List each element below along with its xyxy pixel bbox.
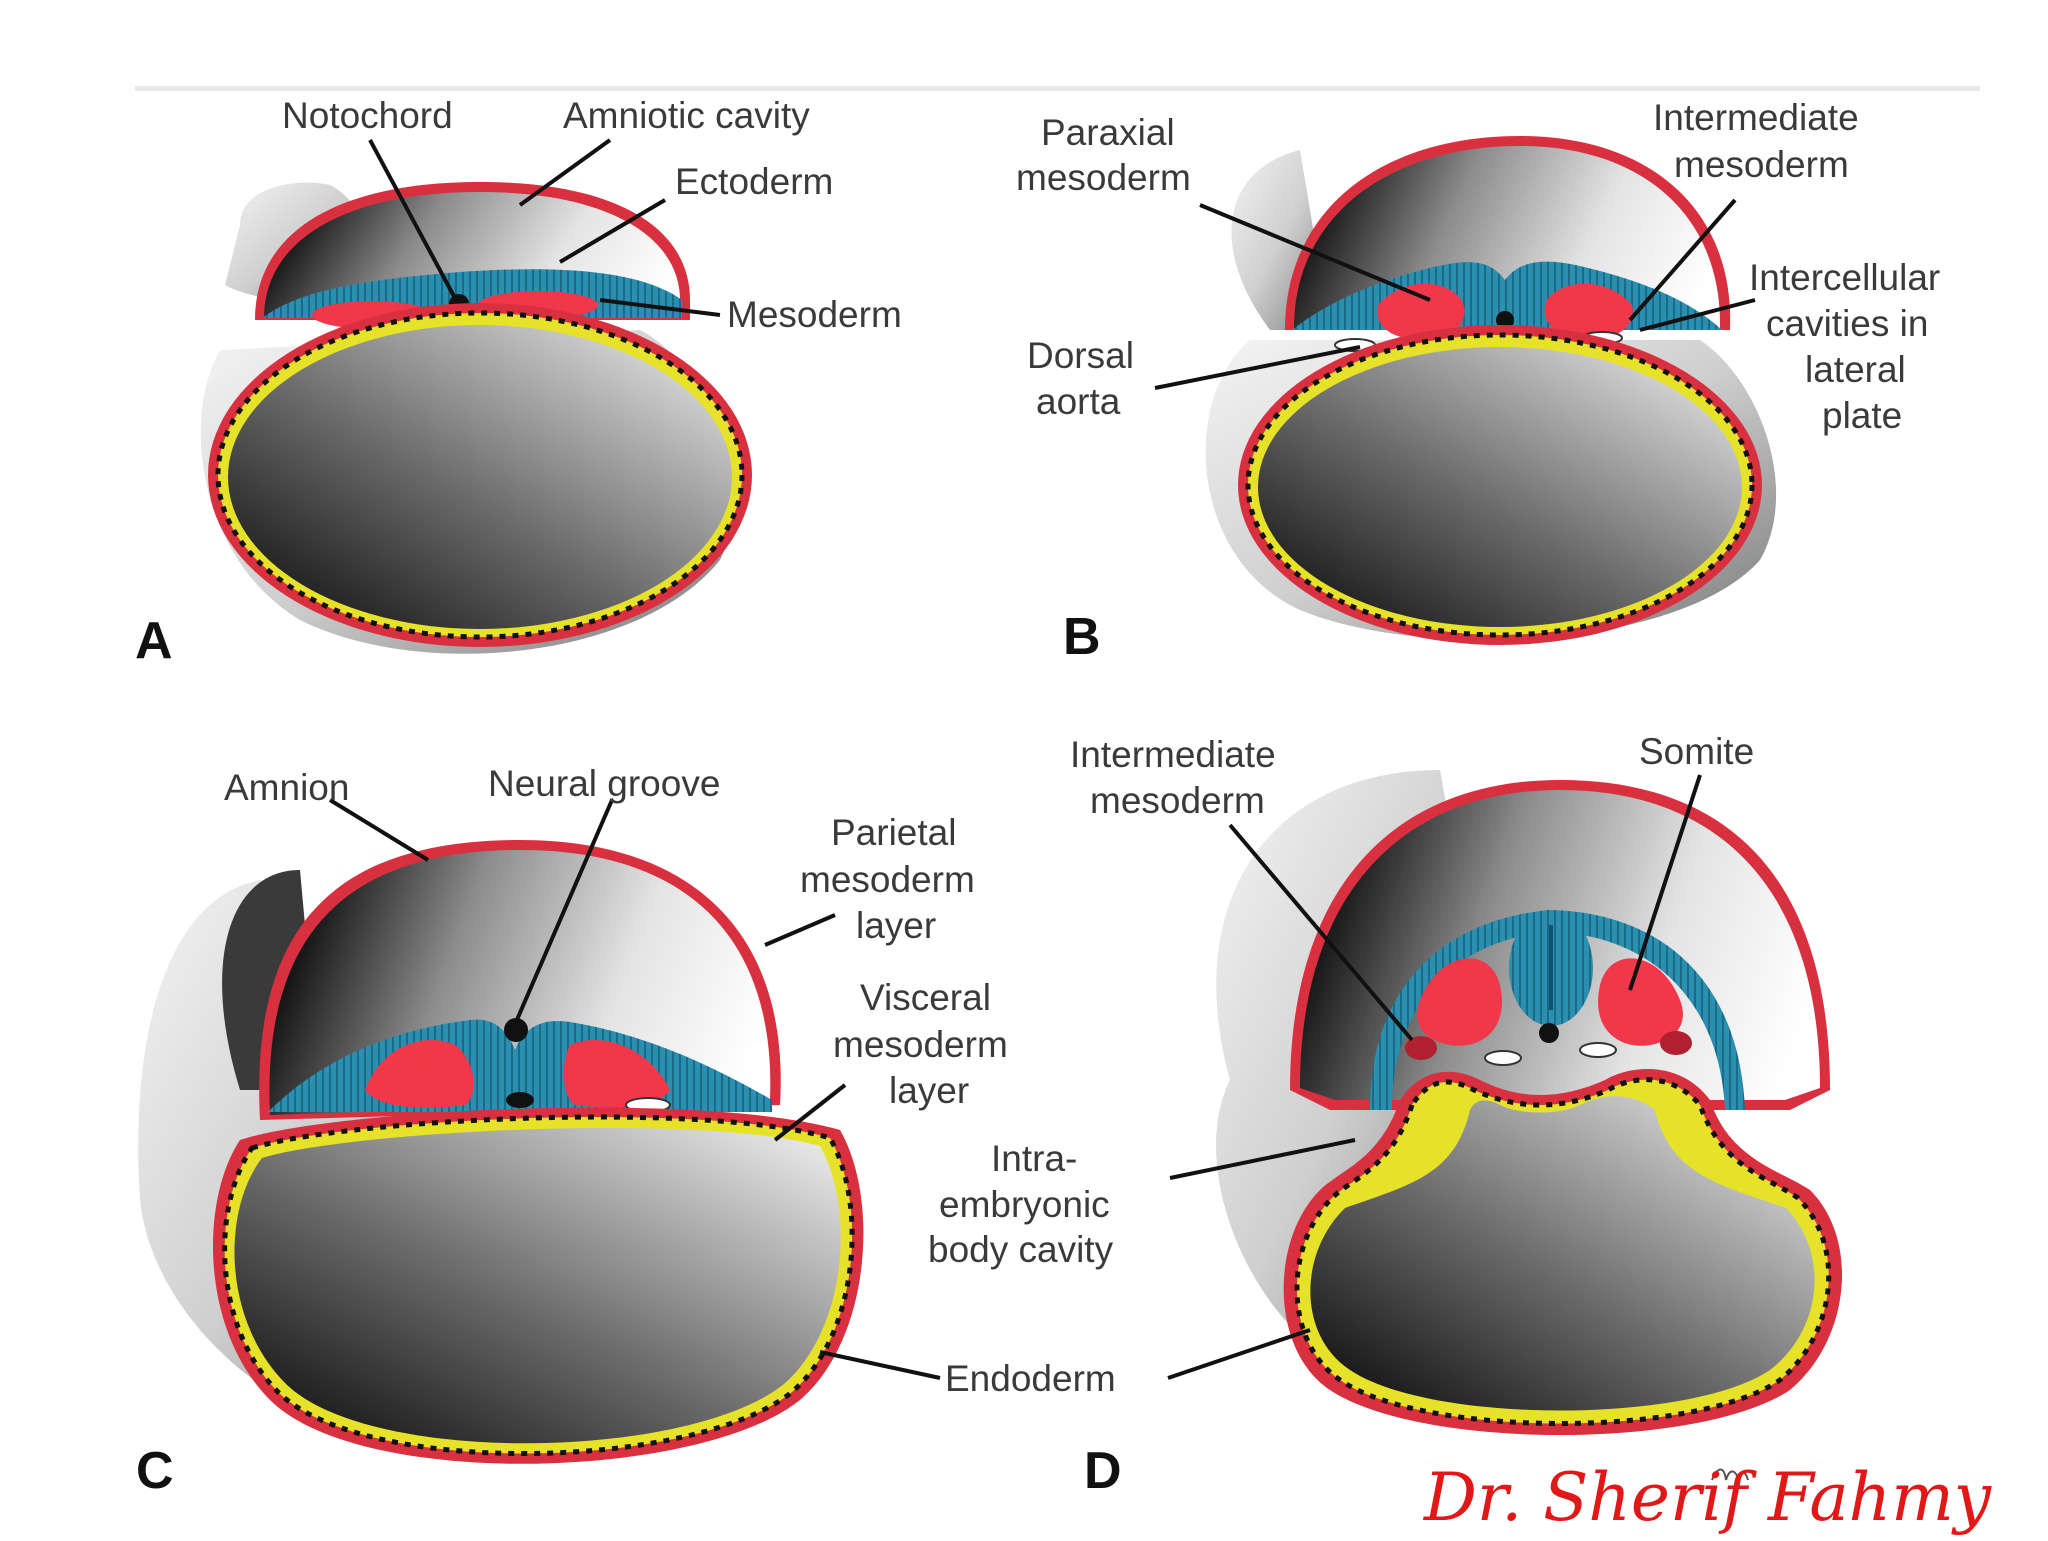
panel-b-paraxial-right [1544, 283, 1633, 341]
panel-a-endoderm-dots [215, 310, 745, 640]
panel-c-mesoderm-right [563, 1040, 670, 1108]
label-parietal-1: Parietal [831, 812, 956, 853]
panel-c-yolk-sac [234, 1127, 841, 1444]
label-intra-1: Intra- [991, 1138, 1077, 1179]
label-intra-3: body cavity [928, 1229, 1114, 1270]
label-neural-groove: Neural groove [488, 763, 720, 804]
label-intercellular-4: plate [1822, 395, 1902, 436]
leader-intermediate-d [1228, 823, 1414, 1042]
leader-intercellular [1639, 298, 1756, 332]
panel-c-neural-groove-center [504, 1018, 528, 1042]
top-border [135, 86, 1980, 91]
panel-c-mesoderm-left [365, 1040, 474, 1108]
label-intermediate-b-1: Intermediate [1653, 97, 1859, 138]
label-parietal-3: layer [856, 905, 936, 946]
leader-intra-embryonic [1169, 1138, 1356, 1180]
label-visceral-1: Visceral [860, 977, 991, 1018]
leader-dorsal-aorta [1154, 345, 1361, 390]
panel-b-yolk-sac [1258, 347, 1742, 627]
panel-d-yolk-sac [1310, 1096, 1815, 1411]
label-parietal-2: mesoderm [800, 859, 975, 900]
label-visceral-3: layer [889, 1070, 969, 1111]
label-intermediate-b-2: mesoderm [1674, 144, 1849, 185]
label-visceral-2: mesoderm [833, 1024, 1008, 1065]
leader-endoderm-d [1167, 1328, 1311, 1380]
panel-a-letter: A [135, 612, 173, 670]
panel-d-somite-left [1417, 958, 1502, 1046]
panel-c-notochord [506, 1092, 534, 1108]
panel-d-intermediate-right [1660, 1031, 1692, 1055]
label-amniotic-cavity: Amniotic cavity [563, 95, 810, 136]
panel-d-cavity-right [1579, 1042, 1617, 1058]
label-intercellular-3: lateral [1805, 349, 1906, 390]
label-intermediate-d-1: Intermediate [1070, 734, 1276, 775]
panel-c-endoderm-dots [222, 1114, 855, 1457]
leader-ectoderm [558, 198, 667, 264]
leader-mesoderm [599, 298, 721, 317]
label-paraxial-1: Paraxial [1041, 112, 1175, 153]
label-somite: Somite [1639, 731, 1754, 772]
label-intercellular-2: cavities in [1766, 303, 1928, 344]
panel-b-notochord [1496, 311, 1514, 329]
panel-d-letter: D [1084, 1442, 1122, 1500]
label-mesoderm: Mesoderm [727, 294, 902, 335]
label-intercellular-1: Intercellular [1749, 257, 1940, 298]
panel-b: Paraxial mesoderm Intermediate mesoderm … [1016, 97, 1940, 666]
leader-neural-groove [514, 799, 614, 1023]
artist-mark [1711, 1468, 1749, 1481]
panel-a-yolk-sac [228, 325, 732, 629]
label-notochord: Notochord [282, 95, 453, 136]
leader-paraxial [1199, 203, 1431, 302]
signature: Dr. Sherif Fahmy [1423, 1459, 1992, 1536]
panel-c-letter: C [136, 1442, 174, 1500]
leader-endoderm-c [819, 1350, 941, 1380]
panel-b-endoderm-dots [1245, 332, 1755, 638]
panel-d-intermediate-left [1405, 1036, 1437, 1060]
label-intermediate-d-2: mesoderm [1090, 780, 1265, 821]
panel-b-letter: B [1063, 608, 1101, 666]
panel-c: Amnion Neural groove Parietal mesoderm l… [136, 763, 1008, 1500]
leader-visceral [773, 1083, 847, 1142]
label-paraxial-2: mesoderm [1016, 157, 1191, 198]
panel-a: Notochord Amniotic cavity Ectoderm Mesod… [135, 95, 902, 670]
panel-d-somite-right [1598, 958, 1683, 1046]
leader-parietal [764, 913, 836, 947]
leader-amniotic-cavity [518, 138, 612, 207]
panel-b-paraxial-left [1377, 283, 1465, 341]
leader-amnion [328, 798, 430, 862]
label-endoderm: Endoderm [945, 1358, 1116, 1399]
panel-d: Intermediate mesoderm Somite Intra- embr… [928, 731, 1843, 1500]
label-dorsal-1: Dorsal [1027, 335, 1134, 376]
leader-notochord [368, 139, 458, 301]
label-ectoderm: Ectoderm [675, 161, 833, 202]
leader-intermediate-b [1628, 198, 1737, 322]
leader-somite [1628, 774, 1702, 991]
panel-d-cavity-left [1484, 1050, 1522, 1066]
label-intra-2: embryonic [939, 1184, 1110, 1225]
label-dorsal-2: aorta [1036, 381, 1121, 422]
label-amnion: Amnion [224, 767, 349, 808]
panel-d-endoderm-dots [1294, 1077, 1832, 1426]
panel-d-notochord [1539, 1023, 1559, 1043]
